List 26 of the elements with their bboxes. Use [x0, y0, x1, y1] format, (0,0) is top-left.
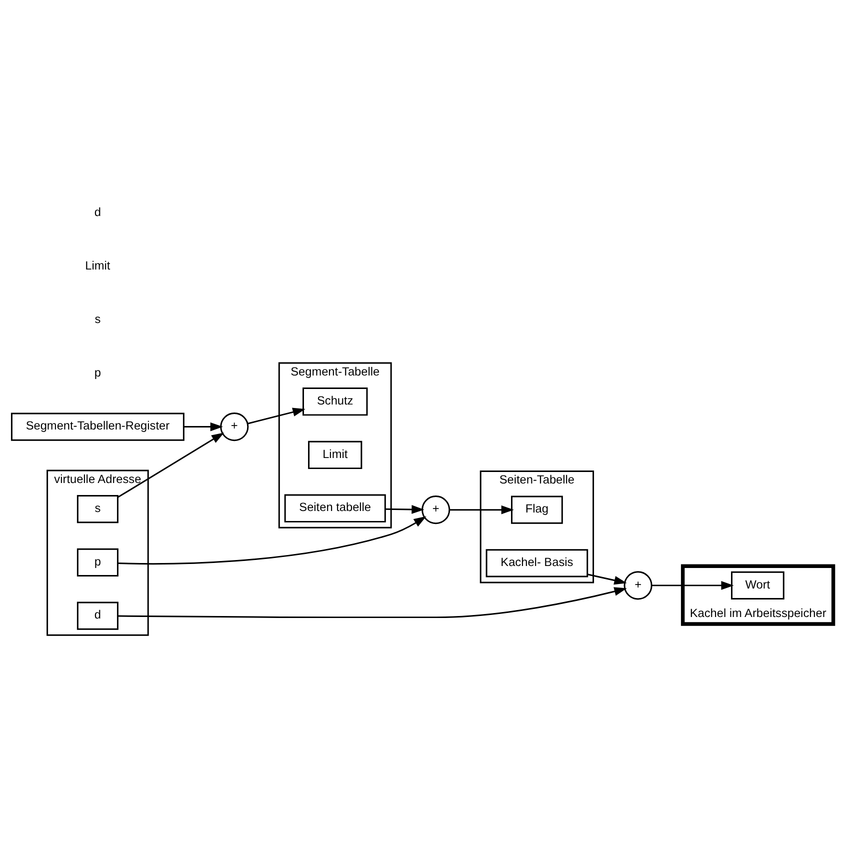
- arrow: [248, 408, 306, 424]
- node-box: p: [76, 548, 118, 577]
- node-circle: +: [220, 412, 249, 442]
- node-box: Segment-Tabellen-Register: [10, 412, 184, 441]
- node-circle: +: [624, 571, 652, 600]
- arrow: [117, 432, 224, 498]
- arrow: [652, 581, 734, 590]
- node-box: s: [76, 495, 118, 524]
- arrow: [450, 505, 514, 514]
- node-box: Flag: [511, 496, 563, 524]
- node-box: d: [76, 602, 118, 630]
- arrow: [385, 505, 424, 514]
- node-box: Schutz: [302, 388, 368, 416]
- node-box: Kachel- Basis: [486, 549, 588, 578]
- label: d: [94, 205, 102, 220]
- label: p: [94, 365, 102, 380]
- label: s: [94, 312, 101, 326]
- node-box: Wort: [731, 571, 784, 600]
- arrow: [587, 574, 627, 585]
- node-circle: +: [422, 496, 450, 524]
- node-box: Seiten tabelle: [284, 494, 386, 522]
- arrow: [118, 587, 627, 618]
- label: Limit: [85, 258, 110, 272]
- node-box: Limit: [308, 440, 362, 470]
- arrow: [184, 422, 223, 432]
- arrow: [118, 516, 426, 565]
